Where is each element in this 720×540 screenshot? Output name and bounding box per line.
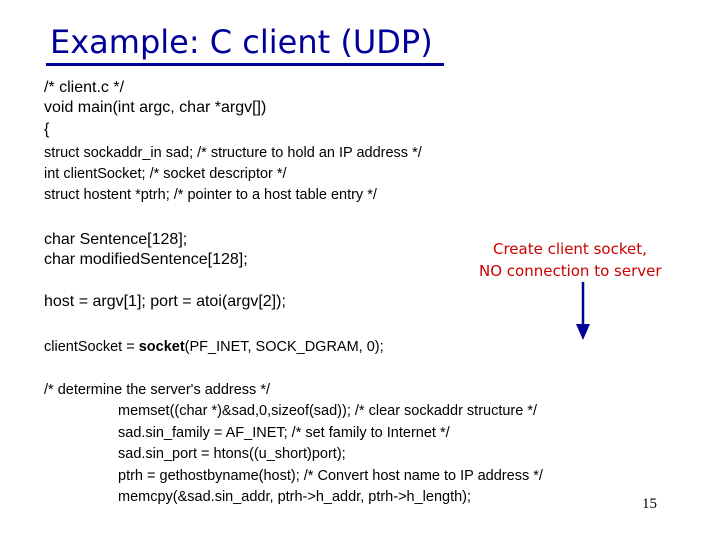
code-line-gethostbyname: ptrh = gethostbyname(host); /* Convert h… bbox=[118, 468, 543, 484]
code-line-sin-family: sad.sin_family = AF_INET; /* set family … bbox=[118, 425, 450, 441]
annotation-line-1: Create client socket, bbox=[493, 240, 647, 258]
slide-title: Example: C client (UDP) bbox=[50, 23, 433, 61]
code-line-client-socket-decl: int clientSocket; /* socket descriptor *… bbox=[44, 166, 287, 182]
code-line-modified-sentence: char modifiedSentence[128]; bbox=[44, 251, 248, 268]
code-line-host-port: host = argv[1]; port = atoi(argv[2]); bbox=[44, 293, 286, 310]
title-underline bbox=[46, 63, 444, 66]
code-line-sentence: char Sentence[128]; bbox=[44, 231, 188, 248]
code-line-memcpy: memcpy(&sad.sin_addr, ptrh->h_addr, ptrh… bbox=[118, 489, 472, 505]
socket-function-name: socket bbox=[138, 339, 185, 355]
code-line-determine-address: /* determine the server's address */ bbox=[44, 382, 271, 398]
code-line-hostent: struct hostent *ptrh; /* pointer to a ho… bbox=[44, 187, 377, 203]
annotation-line-2: NO connection to server bbox=[479, 262, 662, 280]
code-line-comment-file: /* client.c */ bbox=[44, 79, 125, 96]
arrow-head bbox=[576, 324, 590, 340]
socket-call-args: (PF_INET, SOCK_DGRAM, 0); bbox=[184, 339, 384, 355]
code-line-socket-call: clientSocket = socket(PF_INET, SOCK_DGRA… bbox=[44, 337, 384, 357]
page-number: 15 bbox=[642, 496, 657, 512]
code-line-memset: memset((char *)&sad,0,sizeof(sad)); /* c… bbox=[118, 403, 538, 419]
code-line-sin-port: sad.sin_port = htons((u_short)port); bbox=[118, 446, 346, 462]
code-line-sockaddr: struct sockaddr_in sad; /* structure to … bbox=[44, 145, 422, 161]
code-line-open-brace: { bbox=[44, 121, 50, 138]
socket-call-prefix: clientSocket = bbox=[44, 339, 139, 355]
code-line-main-signature: void main(int argc, char *argv[]) bbox=[44, 99, 267, 116]
